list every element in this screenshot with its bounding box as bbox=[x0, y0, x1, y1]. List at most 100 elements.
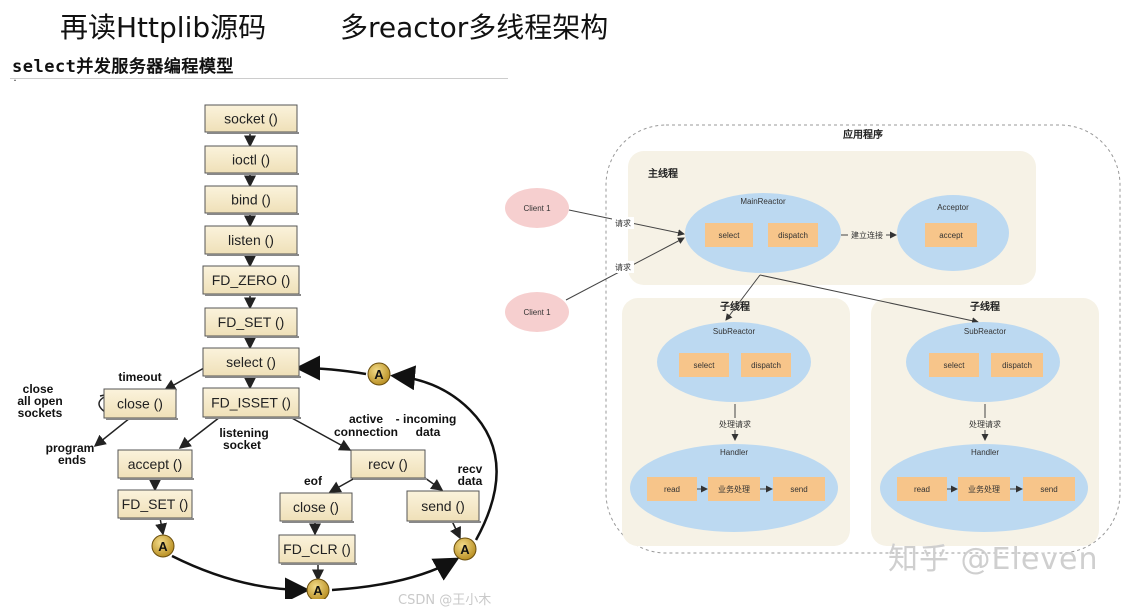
flow-box-send bbox=[406, 490, 480, 522]
flow-box-label-close-timeout: close () bbox=[117, 396, 163, 412]
connector-a-node bbox=[453, 537, 477, 561]
flow-label-incoming-2: data bbox=[416, 425, 441, 439]
client-label-2: Client 1 bbox=[523, 308, 551, 317]
business-box-left bbox=[708, 477, 760, 501]
flow-box-shadow bbox=[205, 417, 301, 419]
flow-label-program-1: program bbox=[46, 441, 95, 455]
sub-select-box-right bbox=[929, 353, 979, 377]
sub-thread-label-left: 子线程 bbox=[720, 300, 750, 313]
watermark: 知乎 @Eleven bbox=[888, 542, 1099, 577]
connector-a-label: A bbox=[460, 542, 470, 557]
sub-reactor-node-right bbox=[906, 322, 1060, 402]
accept-label: accept bbox=[939, 231, 963, 240]
connector-a-label: A bbox=[313, 583, 323, 598]
read-label-left: read bbox=[664, 485, 680, 494]
client-label-1: Client 1 bbox=[523, 204, 551, 213]
handle-request-label-right: 处理请求 bbox=[969, 419, 1001, 429]
flow-box-shadow bbox=[353, 478, 427, 480]
flow-box-label-fd-zero: FD_ZERO () bbox=[212, 272, 291, 288]
flow-box-shadow bbox=[205, 376, 301, 378]
flow-box-close-timeout bbox=[103, 388, 177, 419]
connector-a-node bbox=[151, 534, 175, 558]
sub-reactor-left: SubReactor select dispatch 处理请求 Handler … bbox=[630, 322, 838, 532]
send-box-right bbox=[1023, 477, 1075, 501]
flow-box-label-fd-isset: FD_ISSET () bbox=[211, 395, 291, 411]
flow-box-shadow bbox=[207, 173, 299, 175]
sub-reactor-node-left bbox=[657, 322, 811, 402]
flow-box-label-listen: listen () bbox=[228, 232, 274, 248]
handler-label-right: Handler bbox=[971, 448, 999, 457]
flow-box-label-recv: recv () bbox=[368, 456, 408, 472]
handle-request-label-left: 处理请求 bbox=[719, 419, 751, 429]
flow-label-timeout: timeout bbox=[118, 370, 161, 384]
flow-box-fd-isset bbox=[202, 387, 300, 418]
sub-select-label-right: select bbox=[944, 361, 966, 370]
flow-box-label-send: send () bbox=[421, 498, 465, 514]
client-node-1 bbox=[505, 188, 569, 228]
flow-box-fd-zero bbox=[202, 265, 300, 295]
flow-box-shadow bbox=[207, 254, 299, 256]
business-label-right: 业务处理 bbox=[968, 484, 1000, 494]
subtitle-divider bbox=[10, 78, 508, 79]
sub-dispatch-label-right: dispatch bbox=[1002, 361, 1032, 370]
connector-a-label: A bbox=[158, 539, 168, 554]
page-title-right: 多reactor多线程架构 bbox=[340, 11, 609, 44]
main-reactor-label: MainReactor bbox=[740, 197, 786, 206]
flow-box-recv bbox=[350, 449, 426, 479]
flow-box-select bbox=[202, 347, 300, 377]
flow-box-label-bind: bind () bbox=[231, 192, 271, 208]
flow-box-label-fd-set: FD_SET () bbox=[218, 314, 285, 330]
app-label: 应用程序 bbox=[843, 128, 883, 141]
sub-reactor-label-right: SubReactor bbox=[964, 327, 1007, 336]
flow-label-active-2: connection bbox=[334, 425, 398, 439]
send-label-right: send bbox=[1040, 485, 1057, 494]
connector-a-label: A bbox=[374, 367, 384, 382]
flow-box-shadow bbox=[120, 478, 194, 480]
flow-box-shadow bbox=[207, 213, 299, 215]
sub-dispatch-label-left: dispatch bbox=[751, 361, 781, 370]
read-box-left bbox=[647, 477, 697, 501]
flow-box-shadow bbox=[282, 521, 354, 523]
flow-label-program-2: ends bbox=[58, 453, 86, 467]
read-box-right bbox=[897, 477, 947, 501]
flow-box-label-socket: socket () bbox=[224, 111, 278, 127]
read-label-right: read bbox=[914, 485, 930, 494]
sub-dispatch-box-right bbox=[991, 353, 1043, 377]
flow-label-eof: eof bbox=[304, 474, 323, 488]
flow-box-fd-clr bbox=[278, 534, 356, 564]
sub-select-box-left bbox=[679, 353, 729, 377]
flow-box-accept bbox=[117, 449, 193, 479]
subtitle: select并发服务器编程模型 bbox=[12, 57, 234, 77]
flow-label-close-all-1: close bbox=[23, 382, 54, 396]
flow-box-label-fd-set2: FD_SET () bbox=[122, 496, 189, 512]
flow-box-label-select: select () bbox=[226, 354, 276, 370]
main-dispatch-label: dispatch bbox=[778, 231, 808, 240]
send-label-left: send bbox=[790, 485, 807, 494]
flow-label-listening-2: socket bbox=[223, 438, 261, 452]
connect-label: 建立连接 bbox=[851, 230, 883, 240]
flow-label-incoming-1: - incoming bbox=[396, 412, 457, 426]
connector-a-node bbox=[306, 578, 330, 599]
flow-label-close-all-2: all open bbox=[17, 394, 62, 408]
tick-mark: ˙ bbox=[12, 78, 18, 92]
flow-box-shadow bbox=[106, 418, 178, 420]
acceptor-label: Acceptor bbox=[937, 203, 969, 212]
sub-dispatch-box-left bbox=[741, 353, 791, 377]
flow-box-fd-set2 bbox=[117, 489, 193, 519]
handler-label-left: Handler bbox=[720, 448, 748, 457]
flow-box-shadow bbox=[409, 521, 481, 523]
request-label-2: 请求 bbox=[615, 262, 631, 272]
flow-box-ioctl bbox=[204, 145, 298, 174]
flow-label-active-1: active bbox=[349, 412, 383, 426]
sub-select-label-left: select bbox=[694, 361, 716, 370]
send-box-left bbox=[773, 477, 825, 501]
flow-label-recv-data-1: recv bbox=[458, 462, 483, 476]
accept-box bbox=[925, 223, 977, 247]
flow-label-recv-data-2: data bbox=[458, 474, 483, 488]
request-label-1: 请求 bbox=[615, 218, 631, 228]
flow-box-label-accept: accept () bbox=[128, 456, 182, 472]
sub-thread-label-right: 子线程 bbox=[970, 300, 1000, 313]
flow-label-listening-1: listening bbox=[219, 426, 268, 440]
page-title-left: 再读Httplib源码 bbox=[60, 11, 267, 44]
connector-a-node bbox=[367, 362, 391, 386]
